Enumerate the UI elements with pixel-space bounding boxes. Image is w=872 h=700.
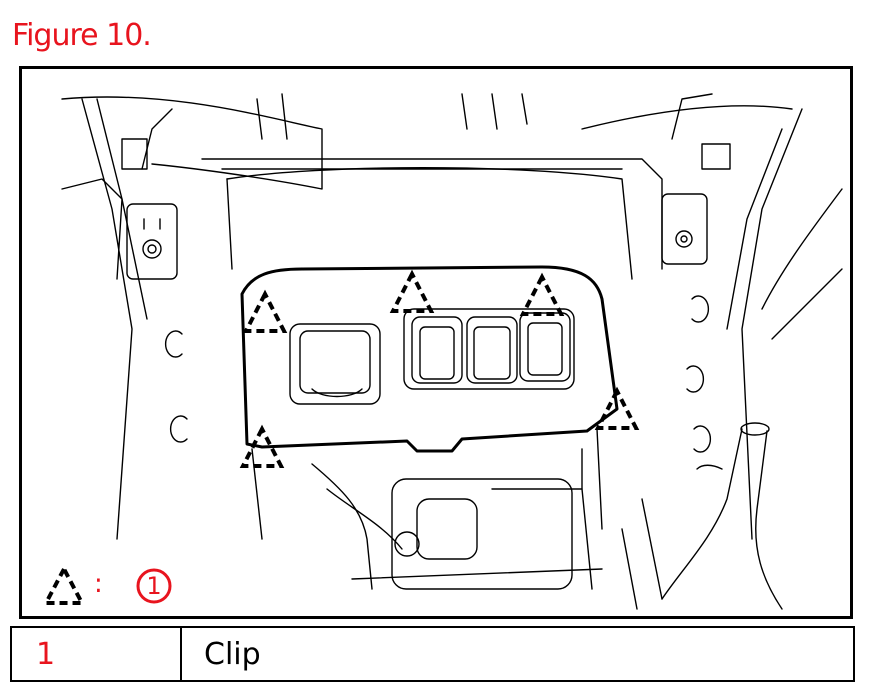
shift-lever [661,428,743,600]
table-row: 1 Clip [10,626,855,682]
legend-key [42,564,172,605]
switch-left-cutout [289,323,381,405]
left-bracket [126,203,178,280]
clip-marker-5 [239,424,285,468]
legend-number: 1 [146,572,162,600]
clip-markers [239,269,640,468]
clip-marker-2 [389,269,435,313]
switch-2 [466,316,518,384]
illustration-frame: : 1 [19,66,853,619]
legend-separator: : [94,569,103,599]
switch-1 [411,316,463,384]
lower-connector [391,478,573,590]
right-bracket [661,193,708,265]
figure-title: Figure 10. [12,18,152,53]
switch-3 [519,312,571,382]
dash-line [61,96,323,190]
clip-marker-4 [594,386,640,430]
parts-table: 1 Clip [10,626,855,682]
part-number: 1 [10,626,182,682]
switch-panel [240,265,619,453]
clip-marker-3 [519,272,565,316]
part-label: Clip [180,626,855,682]
clip-marker-1 [242,289,288,333]
legend-triangle-icon [42,564,86,605]
center-console-illustration [42,93,843,610]
legend-number-circle [136,568,172,604]
